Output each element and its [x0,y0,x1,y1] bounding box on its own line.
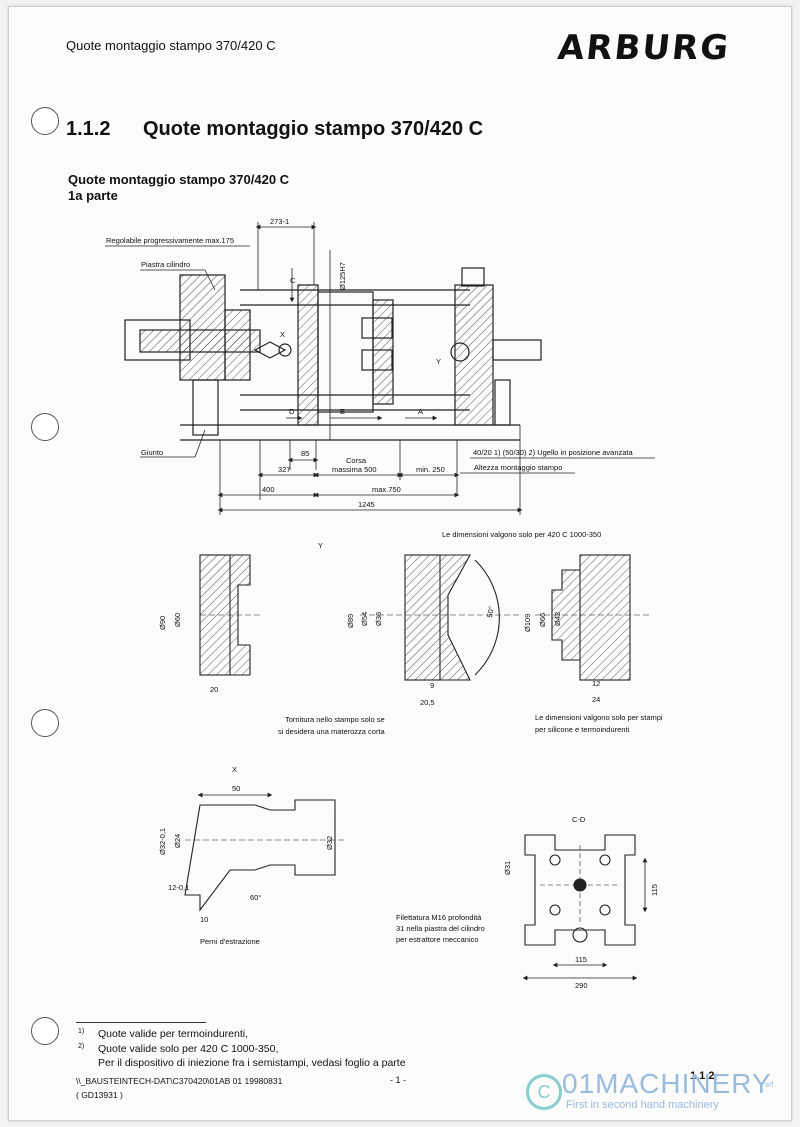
footnote-2-continued: Per il dispositivo di iniezione fra i se… [98,1057,406,1069]
svg-text:X: X [280,330,285,339]
svg-text:Ø36: Ø36 [374,612,383,626]
svg-text:Ø90: Ø90 [158,616,167,630]
svg-text:Ø66: Ø66 [538,613,547,627]
svg-text:Le dimensioni valgono solo per: Le dimensioni valgono solo per 420 C 100… [442,530,601,539]
detail-x-ejector-pin [184,792,345,912]
footnote-marker-2: 2) [78,1043,85,1050]
svg-text:Ø125H7: Ø125H7 [338,262,347,290]
svg-text:per estrattore meccanico: per estrattore meccanico [396,935,479,944]
svg-text:Y: Y [318,541,323,550]
punch-hole [31,107,59,135]
svg-text:Perni d'estrazione: Perni d'estrazione [200,937,260,946]
svg-text:Ø24: Ø24 [173,834,182,848]
detail-y-labels: Y Le dimensioni valgono solo per 420 C 1… [158,530,663,736]
svg-text:Ø42: Ø42 [553,612,562,626]
svg-text:50°: 50° [485,606,496,619]
svg-text:12-0,1: 12-0,1 [168,883,189,892]
svg-text:D: D [289,407,295,416]
svg-text:50: 50 [232,784,240,793]
detail-y-sections [199,554,650,681]
svg-text:Piastra cilindro: Piastra cilindro [141,260,190,269]
detail-cd-platen [522,834,648,981]
svg-text:Y: Y [436,357,441,366]
svg-text:B: B [340,407,345,416]
svg-text:400: 400 [262,485,275,494]
svg-text:31 nella piastra del cilindro: 31 nella piastra del cilindro [396,924,485,933]
svg-text:24: 24 [592,695,600,704]
svg-text:115: 115 [650,884,659,896]
doc-code: ( GD13931 ) [76,1090,123,1100]
watermark-logo-icon: C [526,1074,562,1110]
running-title: Quote montaggio stampo 370/420 C [66,38,276,53]
footnote-1: Quote valide per termoindurenti, [98,1028,248,1040]
svg-text:Ø32-0,1: Ø32-0,1 [158,828,167,855]
punch-hole [31,413,59,441]
svg-text:85: 85 [301,449,309,458]
svg-text:10: 10 [200,915,208,924]
svg-text:327: 327 [278,465,291,474]
svg-text:X: X [232,765,237,774]
svg-text:C: C [290,276,296,285]
svg-text:115: 115 [575,955,587,964]
watermark-tagline: First in second hand machinery [566,1099,719,1111]
svg-text:A: A [418,407,423,416]
svg-text:Altezza montaggio stampo: Altezza montaggio stampo [474,463,562,472]
svg-text:max.750: max.750 [372,485,401,494]
punch-hole [31,1017,59,1045]
svg-text:Ø54: Ø54 [360,612,369,626]
svg-text:Filettatura M16 profondità: Filettatura M16 profondità [396,913,482,922]
footnote-rule [76,1022,206,1023]
detail-cd-labels: C-D Ø31 115 Filettatura M16 profondità 3… [396,815,659,990]
svg-text:273-1: 273-1 [270,217,289,226]
svg-text:20,5: 20,5 [420,698,435,707]
punch-hole [31,709,59,737]
footnote-marker-1: 1) [78,1028,85,1035]
svg-text:Ø89: Ø89 [346,614,355,628]
svg-text:si desidera una materozza cort: si desidera una materozza corta [278,727,386,736]
file-path: \\_BAUSTEINTECH-DAT\C370420\01AB 01 1998… [76,1076,283,1086]
main-dimension-lines [105,222,655,515]
footer-section-number: 1.1.2 [690,1070,715,1082]
svg-text:Regolabile progressivamente ma: Regolabile progressivamente max.175 [106,236,234,245]
main-mold-assembly [124,267,542,441]
watermark-brand: 01MACHINERY [562,1068,772,1099]
section-number: 1.1.2 [66,118,111,140]
svg-text:Ø32: Ø32 [325,836,334,850]
svg-text:Giunto: Giunto [141,448,163,457]
svg-text:Ø31: Ø31 [503,861,512,875]
svg-text:Le dimensioni valgono solo per: Le dimensioni valgono solo per stampi [535,713,663,722]
svg-text:C-D: C-D [572,815,586,824]
svg-text:1245: 1245 [358,500,375,509]
detail-x-labels: X 50 Ø32-0,1 Ø24 Ø32 12-0,1 60° 10 Perni… [158,765,334,946]
svg-text:Ø109: Ø109 [523,614,532,632]
page-number: - 1 - [390,1075,407,1085]
main-drawing-labels: 273-1 Regolabile progressivamente max.17… [106,217,634,509]
subtitle-line1: Quote montaggio stampo 370/420 C [68,172,290,187]
svg-text:massima 500: massima 500 [332,465,377,474]
document-page [8,6,792,1121]
svg-text:per silicone e termoindurenti: per silicone e termoindurenti [535,725,630,734]
svg-text:290: 290 [575,981,588,990]
svg-text:9: 9 [430,681,434,690]
svg-text:60°: 60° [250,893,261,902]
subtitle-line2: 1a parte [68,188,118,203]
watermark-srl: srl [765,1080,774,1089]
svg-text:Corsa: Corsa [346,456,367,465]
svg-text:min. 250: min. 250 [416,465,445,474]
footnote-2: Quote valide solo per 420 C 1000-350, [98,1043,279,1055]
svg-text:Ø60: Ø60 [173,613,182,627]
section-title: Quote montaggio stampo 370/420 C [143,118,484,140]
svg-text:20: 20 [210,685,218,694]
svg-text:40/20 1) (50/30) 2) Ugello in: 40/20 1) (50/30) 2) Ugello in posizione … [473,448,634,457]
svg-text:12: 12 [592,679,600,688]
svg-text:Tornitura nello stampo solo se: Tornitura nello stampo solo se [285,715,385,724]
